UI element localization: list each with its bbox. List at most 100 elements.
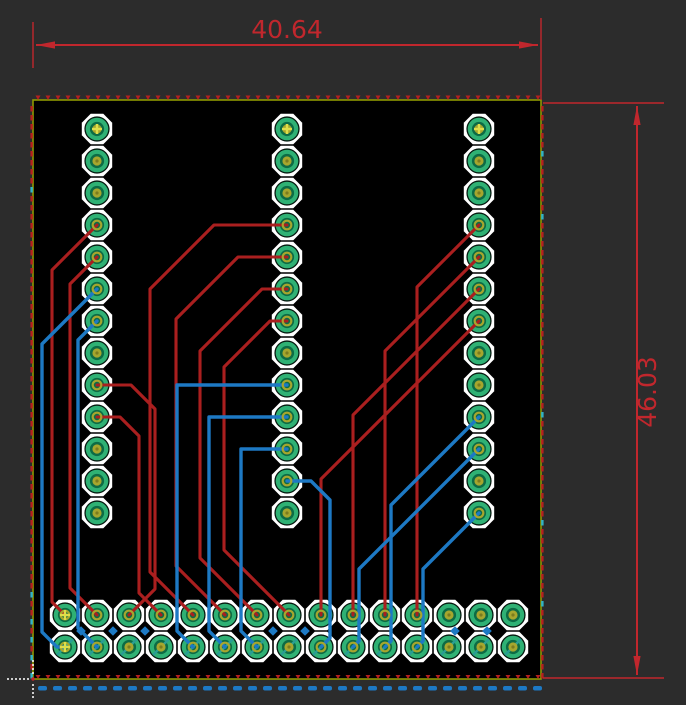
red-trace-6[interactable]	[174, 255, 289, 617]
keepout-tick	[45, 95, 51, 100]
drill-hole-ring	[411, 641, 423, 653]
keepout-tick	[541, 601, 544, 607]
blue-trace-6[interactable]	[285, 479, 332, 649]
drill-hole-ring	[219, 609, 231, 621]
keepout-tick	[541, 169, 544, 175]
bottom-layer-dash	[233, 686, 242, 691]
red-trace-5[interactable]	[148, 223, 289, 617]
bottom-layer-dash	[413, 686, 422, 691]
keepout-tick	[30, 610, 33, 616]
keepout-tick	[75, 675, 81, 679]
keepout-tick	[405, 675, 411, 679]
drill-hole-ring	[473, 251, 485, 263]
keepout-tick	[165, 95, 171, 100]
keepout-tick	[195, 675, 201, 679]
drill-hole-ring	[473, 411, 485, 423]
keepout-tick	[525, 95, 531, 100]
red-trace-1[interactable]	[50, 223, 99, 617]
red-trace-8[interactable]	[222, 319, 291, 617]
keepout-tick	[541, 313, 544, 319]
blue-trace-2[interactable]	[76, 319, 99, 649]
red-trace-11[interactable]	[351, 287, 481, 617]
keepout-tick	[30, 628, 33, 634]
keepout-tick	[30, 205, 33, 211]
drill-hole-center	[285, 511, 289, 515]
keepout-tick	[255, 95, 261, 100]
keepout-tick	[30, 196, 33, 202]
red-trace-7[interactable]	[198, 287, 289, 617]
keepout-tick	[541, 484, 544, 490]
keepout-tick	[541, 619, 544, 625]
drill-hole-ring	[379, 641, 391, 653]
keepout-tick	[30, 448, 33, 454]
keepout-tick	[485, 675, 491, 679]
keepout-tick	[505, 95, 511, 100]
red-trace-12[interactable]	[319, 319, 481, 617]
drill-hole-ring	[281, 379, 293, 391]
origin-dot	[27, 678, 29, 680]
bottom-layer-dash	[518, 686, 527, 691]
keepout-tick	[541, 574, 544, 580]
keepout-tick	[541, 286, 544, 292]
bottom-layer-dash	[368, 686, 377, 691]
keepout-tick	[541, 511, 544, 517]
red-trace-10[interactable]	[383, 255, 481, 617]
drill-hole-ring	[473, 219, 485, 231]
keepout-tick	[541, 520, 544, 526]
blue-trace-5[interactable]	[239, 447, 289, 649]
keepout-tick	[65, 95, 71, 100]
dimensions-layer: 40.64 46.03	[32, 15, 664, 679]
keepout-tick	[30, 214, 33, 220]
keepout-tick	[30, 655, 33, 661]
keepout-tick	[295, 675, 301, 679]
keepout-tick	[541, 529, 544, 535]
keepout-tick	[455, 95, 461, 100]
keepout-tick	[55, 675, 61, 679]
keepout-tick	[541, 322, 544, 328]
keepout-tick	[30, 502, 33, 508]
keepout-tick	[541, 655, 544, 661]
keepout-tick	[365, 675, 371, 679]
keepout-tick	[255, 675, 261, 679]
dimension-arrowhead	[36, 41, 55, 49]
keepout-tick	[465, 95, 471, 100]
drill-hole-center	[511, 645, 515, 649]
keepout-tick	[541, 331, 544, 337]
keepout-tick	[30, 466, 33, 472]
dimension-width-label[interactable]: 40.64	[251, 15, 323, 44]
keepout-tick	[535, 675, 541, 679]
drill-hole-center	[95, 447, 99, 451]
drill-hole-ring	[315, 609, 327, 621]
drill-hole-center	[95, 159, 99, 163]
keepout-tick	[395, 95, 401, 100]
keepout-tick	[541, 358, 544, 364]
keepout-tick	[355, 675, 361, 679]
keepout-tick	[30, 538, 33, 544]
keepout-tick	[30, 673, 33, 679]
keepout-tick	[30, 619, 33, 625]
bottom-layer-dash	[188, 686, 197, 691]
keepout-tick	[541, 664, 544, 670]
red-trace-4[interactable]	[95, 415, 163, 617]
keepout-tick	[325, 675, 331, 679]
keepout-tick	[30, 295, 33, 301]
drill-hole-ring	[281, 315, 293, 327]
blue-trace-4[interactable]	[207, 415, 289, 649]
drill-hole-center	[95, 191, 99, 195]
keepout-tick	[541, 421, 544, 427]
red-trace-2[interactable]	[68, 255, 99, 617]
keepout-tick	[275, 95, 281, 100]
drill-hole-ring	[91, 411, 103, 423]
blue-trace-3[interactable]	[175, 383, 289, 649]
board-outline[interactable]	[32, 99, 542, 680]
red-trace-3[interactable]	[95, 383, 157, 617]
drill-hole-center	[127, 645, 131, 649]
keepout-tick	[495, 95, 501, 100]
drill-hole-ring	[219, 641, 231, 653]
keepout-tick	[541, 115, 544, 121]
drill-hole-ring	[473, 283, 485, 295]
keepout-tick	[515, 95, 521, 100]
keepout-tick	[541, 241, 544, 247]
red-trace-9[interactable]	[415, 223, 481, 617]
